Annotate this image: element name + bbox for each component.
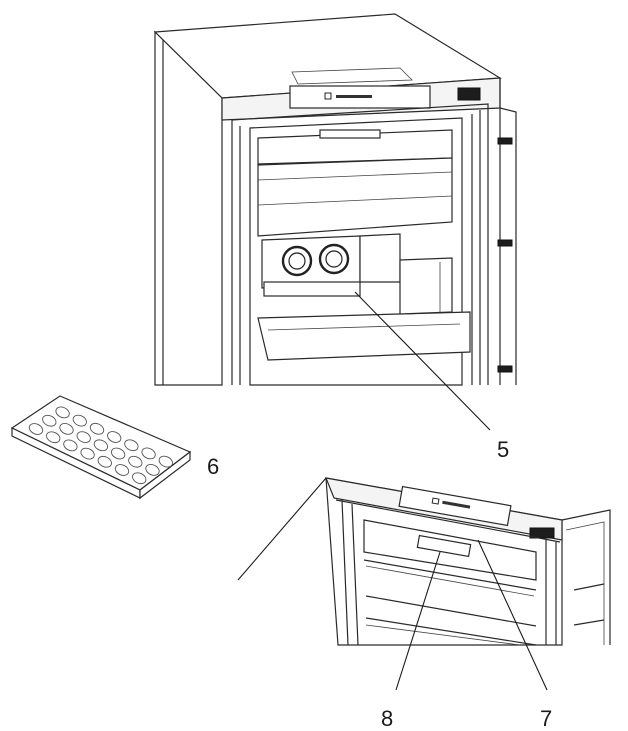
ice-cube-cell bbox=[28, 423, 44, 435]
callout-6: 6 bbox=[207, 454, 219, 479]
ice-cube-cell bbox=[76, 431, 91, 443]
ice-cube-cell bbox=[97, 455, 112, 468]
leader-line-5 bbox=[354, 291, 491, 431]
freezer-cabinet bbox=[153, 13, 517, 386]
ice-cube-cell bbox=[107, 431, 122, 443]
leader-line-8 bbox=[395, 551, 441, 691]
ice-cube-cell bbox=[114, 464, 130, 476]
ice-cube-cell bbox=[59, 423, 74, 435]
ice-cube-cell bbox=[63, 439, 78, 452]
callout-5: 5 bbox=[497, 437, 509, 462]
ice-cube-cell bbox=[132, 472, 147, 485]
detail-view-door-top bbox=[237, 477, 611, 646]
ice-cube-cell bbox=[55, 406, 70, 419]
ice-cube-cell bbox=[128, 455, 143, 468]
ice-maker-knob-left bbox=[281, 245, 313, 277]
callout-8: 8 bbox=[381, 706, 393, 731]
ice-cube-cell bbox=[93, 439, 109, 452]
ice-cube-tray bbox=[10, 395, 192, 500]
ice-cube-cell bbox=[89, 422, 105, 435]
ice-cube-cell bbox=[80, 447, 95, 460]
ice-cube-cell bbox=[46, 431, 61, 444]
ice-maker-knob-right bbox=[318, 243, 350, 275]
control-panel-logo bbox=[324, 92, 372, 100]
detail-pointer-line bbox=[237, 477, 327, 581]
ice-cube-cell bbox=[158, 455, 173, 468]
ice-cube-cell bbox=[145, 464, 160, 476]
leader-line-7 bbox=[477, 539, 548, 691]
ice-cube-cell bbox=[42, 414, 57, 427]
callout-7: 7 bbox=[540, 706, 552, 731]
ice-cube-cell bbox=[72, 414, 87, 427]
ice-cube-cell bbox=[124, 439, 139, 452]
ice-cube-cell bbox=[141, 447, 156, 460]
ice-cube-cell bbox=[110, 447, 126, 460]
